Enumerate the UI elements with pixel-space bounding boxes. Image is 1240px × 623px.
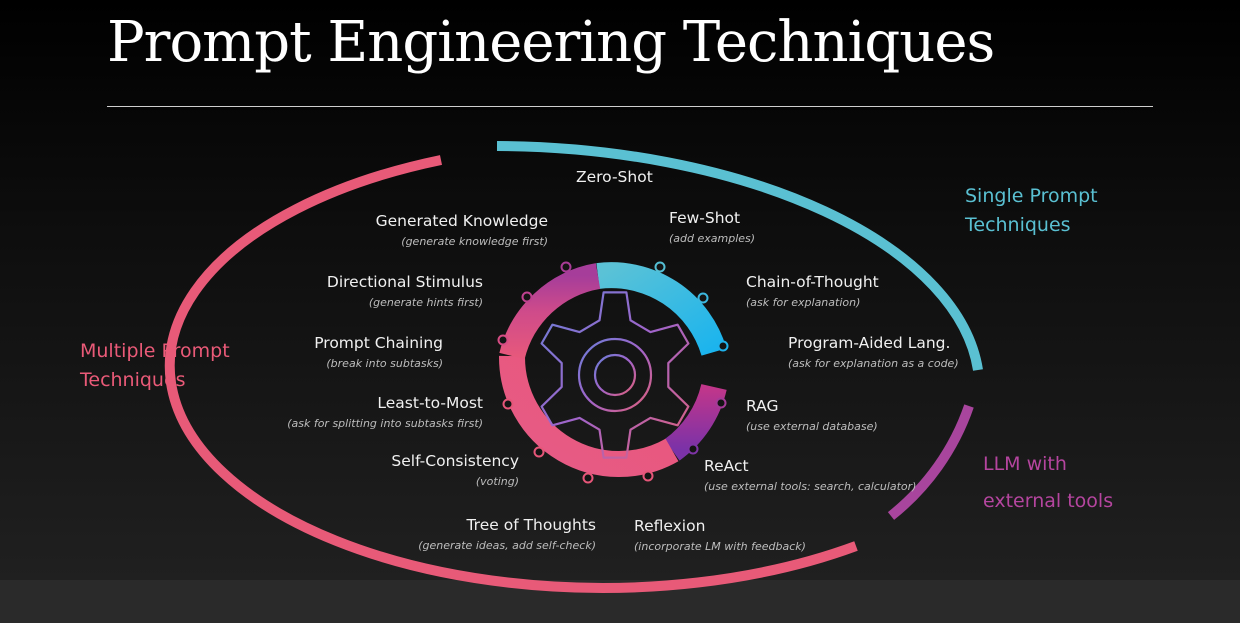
- technique-description: (ask for splitting into subtasks first): [287, 417, 483, 430]
- category-single-prompt: Single Prompt Techniques: [965, 182, 1098, 240]
- single-prompt-arc: [496, 141, 983, 371]
- technique-description: (generate knowledge first): [401, 235, 548, 248]
- category-external-line1: LLM with: [983, 453, 1067, 475]
- category-single-line1: Single Prompt: [965, 185, 1098, 207]
- technique-name: Few-Shot: [669, 209, 741, 227]
- technique-prompt-chaining: Prompt Chaining (break into subtasks): [314, 333, 443, 372]
- technique-description: (break into subtasks): [326, 357, 443, 370]
- technique-reflexion: Reflexion (incorporate LM with feedback): [634, 516, 806, 555]
- page-title: Prompt Engineering Techniques: [107, 10, 995, 75]
- technique-name: Self-Consistency: [391, 452, 519, 470]
- ring-segment-multiple-lower: [498, 355, 679, 478]
- technique-name: Least-to-Most: [377, 394, 483, 412]
- gear-icon: [540, 291, 690, 459]
- technique-few-shot: Few-Shot (add examples): [669, 208, 755, 247]
- technique-description: (ask for explanation): [746, 296, 861, 309]
- inner-ring: [498, 262, 727, 478]
- technique-name: Chain-of-Thought: [746, 273, 879, 291]
- technique-zero-shot: Zero-Shot: [576, 167, 653, 187]
- technique-name: Generated Knowledge: [375, 212, 548, 230]
- technique-name: Zero-Shot: [576, 168, 653, 186]
- technique-name: Reflexion: [634, 517, 706, 535]
- technique-description: (use external tools: search, calculator): [704, 480, 917, 493]
- dot-reflexion: [642, 470, 654, 482]
- technique-generated-knowledge: Generated Knowledge (generate knowledge …: [376, 211, 548, 250]
- multiple-prompt-arc: [164, 155, 858, 593]
- technique-tree-of-thoughts: Tree of Thoughts (generate ideas, add se…: [418, 515, 596, 554]
- dot-least-to-most: [502, 398, 514, 410]
- technique-description: (ask for explanation as a code): [788, 357, 959, 370]
- technique-name: RAG: [746, 397, 779, 415]
- technique-program-aided-lang: Program-Aided Lang. (ask for explanation…: [788, 333, 959, 372]
- category-single-line2: Techniques: [965, 214, 1071, 236]
- dot-directional-stimulus: [521, 291, 533, 303]
- connector-dots: [497, 261, 729, 484]
- dot-program-aided: [717, 340, 729, 352]
- dot-prompt-chaining: [497, 334, 509, 346]
- ring-segment-external: [664, 383, 727, 461]
- technique-react: ReAct (use external tools: search, calcu…: [704, 456, 916, 495]
- dot-rag: [715, 397, 727, 409]
- dot-tree-of-thoughts: [582, 472, 594, 484]
- technique-name: Tree of Thoughts: [466, 516, 596, 534]
- technique-least-to-most: Least-to-Most (ask for splitting into su…: [287, 393, 483, 432]
- category-external-tools: LLM with external tools: [983, 450, 1113, 516]
- category-multiple-prompt: Multiple Prompt Techniques: [80, 337, 230, 395]
- technique-description: (add examples): [669, 232, 756, 245]
- category-external-line2: external tools: [983, 490, 1114, 512]
- technique-description: (voting): [475, 475, 519, 488]
- technique-directional-stimulus: Directional Stimulus (generate hints fir…: [327, 272, 483, 311]
- ring-segment-multiple-upper: [499, 263, 601, 360]
- technique-self-consistency: Self-Consistency (voting): [391, 451, 519, 490]
- category-multiple-line2: Techniques: [80, 369, 186, 391]
- ring-segment-single: [596, 262, 727, 357]
- external-tools-arc: [887, 404, 974, 520]
- dot-chain-of-thought: [697, 292, 709, 304]
- title-divider: [107, 106, 1153, 107]
- technique-name: Prompt Chaining: [314, 334, 443, 352]
- dot-self-consistency: [533, 446, 545, 458]
- dot-generated-knowledge: [560, 261, 572, 273]
- technique-chain-of-thought: Chain-of-Thought (ask for explanation): [746, 272, 879, 311]
- technique-rag: RAG (use external database): [746, 396, 878, 435]
- technique-description: (incorporate LM with feedback): [634, 540, 806, 553]
- technique-name: Program-Aided Lang.: [788, 334, 951, 352]
- dot-few-shot: [654, 261, 666, 273]
- technique-name: ReAct: [704, 457, 749, 475]
- technique-description: (generate hints first): [368, 296, 483, 309]
- technique-name: Directional Stimulus: [326, 273, 483, 291]
- dot-react: [687, 443, 699, 455]
- category-multiple-line1: Multiple Prompt: [80, 340, 230, 362]
- technique-description: (use external database): [746, 420, 878, 433]
- technique-description: (generate ideas, add self-check): [418, 539, 596, 552]
